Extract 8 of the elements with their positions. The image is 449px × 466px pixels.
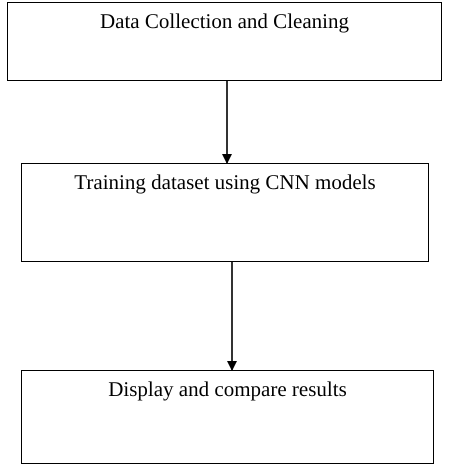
process-box <box>21 370 434 464</box>
arrow <box>222 81 232 164</box>
box-label: Training dataset using CNN models <box>73 169 377 196</box>
box-label: Data Collection and Cleaning <box>98 8 350 34</box>
arrow <box>227 262 237 371</box>
box-label: Display and compare results <box>107 376 348 402</box>
process-box <box>21 163 429 262</box>
process-box <box>7 2 442 81</box>
